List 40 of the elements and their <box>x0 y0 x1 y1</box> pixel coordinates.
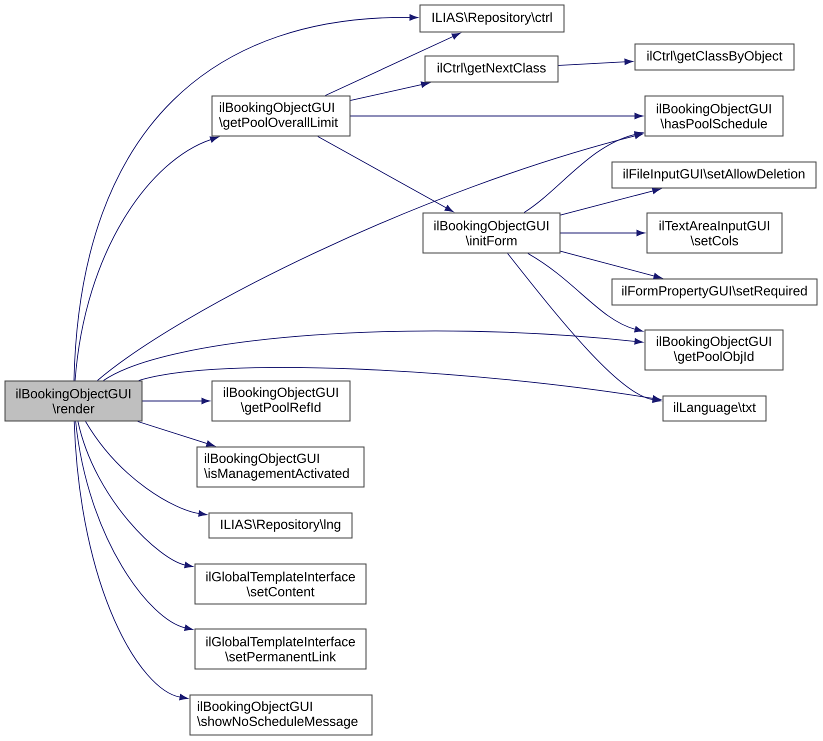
function-box: ilFileInputGUI\setAllowDeletion <box>612 162 816 188</box>
arrow <box>142 398 210 404</box>
arrow <box>97 132 644 381</box>
function-box: ilBookingObjectGUI \showNoScheduleMessage <box>190 694 372 736</box>
arrow <box>560 230 645 236</box>
selected-function-box: ilBookingObjectGUI \render <box>4 380 142 422</box>
function-box: ilBookingObjectGUI \isManagementActivated <box>196 446 364 488</box>
function-box: ILIAS\Repository\lng <box>208 512 352 538</box>
function-box: ilCtrl\getClassByObject <box>634 44 794 70</box>
function-box: ilBookingObjectGUI \getPoolRefId <box>212 380 350 422</box>
arrow <box>560 250 662 280</box>
function-box: ilCtrl\getNextClass <box>424 56 558 82</box>
arrow <box>324 32 460 96</box>
arrow <box>75 421 194 631</box>
arrow <box>507 253 661 403</box>
function-box: ilGlobalTemplateInterface \setContent <box>194 564 366 604</box>
arrow <box>103 330 643 381</box>
arrow <box>137 421 215 447</box>
arrow <box>78 421 194 568</box>
function-box: ilBookingObjectGUI \getPoolObjId <box>644 330 784 370</box>
function-box: ilLanguage\txt <box>662 396 766 422</box>
function-box: ILIAS\Repository\ctrl <box>420 4 564 32</box>
arrow <box>74 136 219 381</box>
arrow <box>74 421 188 700</box>
arrow <box>524 131 644 213</box>
function-box: ilBookingObjectGUI \getPoolOverallLimit <box>212 96 350 136</box>
arrow <box>560 188 661 216</box>
arrow <box>74 14 418 381</box>
arrow <box>558 58 633 66</box>
arrow <box>85 421 207 517</box>
arrow <box>138 367 661 402</box>
function-box: ilTextAreaInputGUI \setCols <box>646 212 782 254</box>
arrow <box>350 112 643 120</box>
function-box: ilGlobalTemplateInterface \setPermanentLink <box>194 628 366 670</box>
function-box: ilBookingObjectGUI \hasPoolSchedule <box>644 96 784 136</box>
arrow <box>317 136 454 212</box>
function-box: ilBookingObjectGUI \initForm <box>422 212 560 254</box>
function-box: ilFormPropertyGUI\setRequired <box>612 278 818 306</box>
arrow <box>350 81 430 101</box>
arrow <box>527 253 644 332</box>
